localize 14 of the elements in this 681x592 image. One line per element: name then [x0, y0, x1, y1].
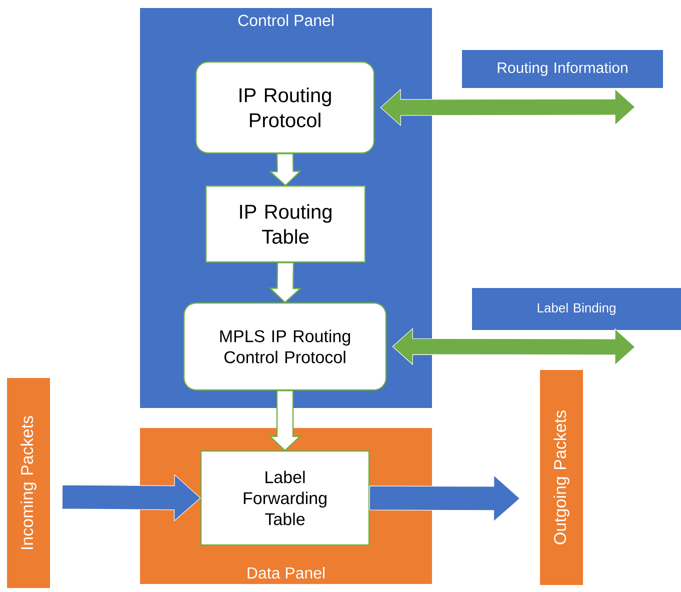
block-arrow [268, 390, 302, 452]
block-arrow [369, 474, 520, 522]
process-box: Label Forwarding Table [200, 450, 370, 546]
side-banner: Outgoing Packets [540, 370, 583, 585]
side-banner: Incoming Packets [7, 378, 50, 588]
block-arrow [268, 262, 302, 304]
process-box: MPLS IP Routing Control Protocol [183, 302, 387, 391]
block-arrow [380, 88, 636, 126]
banner-box: Routing Information [462, 50, 663, 88]
process-box: IP Routing Table [205, 185, 366, 263]
block-arrow [62, 474, 201, 522]
banner-box: Label Binding [472, 288, 681, 330]
block-arrow [268, 152, 302, 186]
process-box: IP Routing Protocol [195, 61, 375, 154]
